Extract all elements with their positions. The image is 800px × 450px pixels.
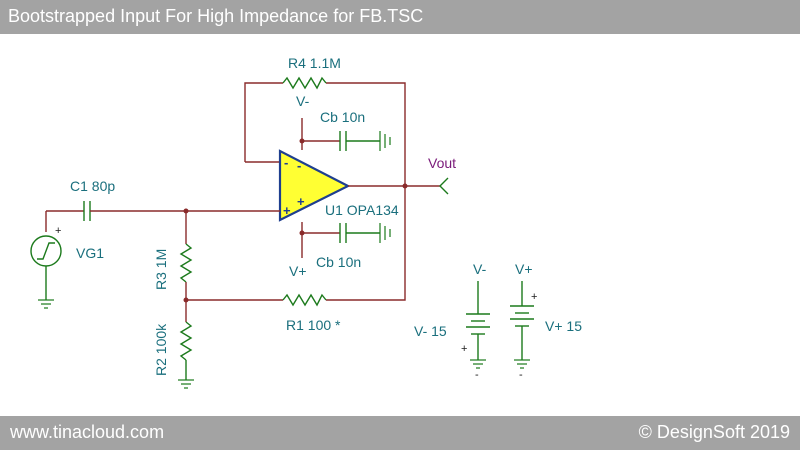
v-plus-battery-net: V+	[515, 261, 533, 277]
footer-bar: www.tinacloud.com © DesignSoft 2019	[0, 416, 800, 450]
u1-label: U1 OPA134	[325, 202, 399, 218]
v-plus-opamp-label: V+	[289, 263, 307, 279]
r3-label: R3 1M	[153, 249, 169, 290]
v-minus-battery-net: V-	[473, 261, 487, 277]
title-bar: Bootstrapped Input For High Impedance fo…	[0, 0, 800, 34]
vg1-plus-sign: +	[55, 225, 61, 237]
r1-bootstrap-path	[186, 186, 406, 307]
cb-top-capacitor[interactable]	[299, 118, 391, 151]
r2-label: R2 100k	[153, 323, 169, 376]
r1-label: R1 100 *	[286, 317, 341, 333]
vout-terminal[interactable]	[439, 177, 449, 195]
r1-resistor[interactable]	[282, 293, 327, 307]
cb-bottom-label: Cb 10n	[316, 254, 361, 270]
v-plus-battery-plus: +	[531, 291, 537, 303]
opamp-supply-minus-sign: -	[297, 158, 301, 173]
window-title: Bootstrapped Input For High Impedance fo…	[8, 6, 424, 26]
schematic-canvas: R4 1.1M V- Cb 10n - + - + U1 OPA134	[30, 55, 582, 389]
r4-feedback-path	[244, 76, 406, 186]
v-minus-opamp-label: V-	[296, 93, 310, 109]
v-minus-ground-minus: -	[475, 369, 479, 381]
vg1-source[interactable]	[30, 235, 62, 309]
v-minus-battery[interactable]	[466, 281, 490, 369]
v-minus-source-label: V- 15	[414, 323, 447, 339]
vout-label: Vout	[428, 155, 456, 171]
cb-bottom-capacitor[interactable]	[299, 222, 391, 258]
r2-resistor[interactable]	[179, 321, 193, 361]
v-minus-battery-plus: +	[461, 343, 467, 355]
website-link[interactable]: www.tinacloud.com	[10, 422, 165, 442]
opamp-u1[interactable]: - + - +	[278, 149, 351, 222]
opamp-supply-plus-sign: +	[297, 194, 305, 209]
cb-top-label: Cb 10n	[320, 109, 365, 125]
r4-resistor[interactable]	[282, 76, 327, 90]
r4-label: R4 1.1M	[288, 55, 341, 71]
copyright-text: © DesignSoft 2019	[638, 422, 790, 442]
opamp-noninverting-sign: +	[283, 203, 291, 218]
v-plus-source-label: V+ 15	[545, 318, 582, 334]
bias-chain	[178, 211, 194, 389]
vg1-label: VG1	[76, 245, 104, 261]
opamp-inverting-sign: -	[284, 155, 288, 170]
v-plus-ground-minus: -	[519, 369, 523, 381]
input-network	[45, 201, 280, 232]
output-node	[348, 177, 449, 195]
v-plus-battery[interactable]	[510, 281, 534, 369]
c1-label: C1 80p	[70, 178, 115, 194]
r3-resistor[interactable]	[179, 243, 193, 283]
